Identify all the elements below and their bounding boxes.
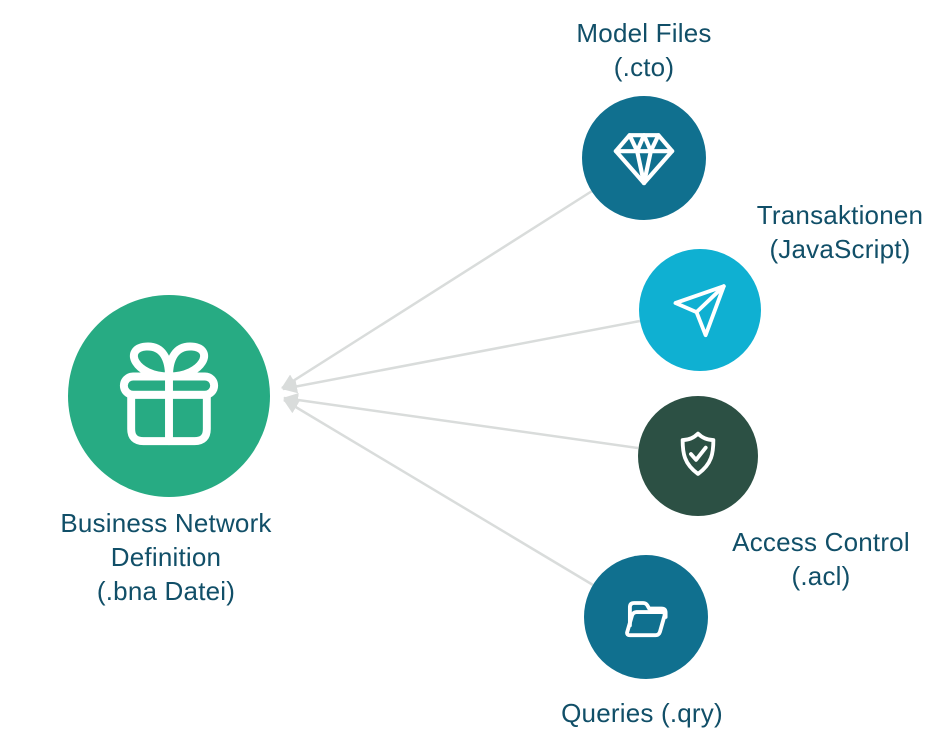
node-business-network-definition [68, 295, 270, 497]
label-line: Definition [110, 542, 222, 572]
node-business-network-definition-label: Business Network Definition (.bna Datei) [6, 506, 326, 608]
connector-model-files [281, 189, 593, 390]
label-line: Model Files [576, 18, 712, 48]
label-line: (.acl) [791, 561, 851, 591]
node-access-control-label: Access Control (.acl) [671, 525, 952, 593]
node-transaktionen [639, 249, 761, 371]
label-line: (JavaScript) [769, 234, 911, 264]
label-line: Queries (.qry) [561, 698, 723, 728]
label-line: Transaktionen [756, 200, 924, 230]
connector-transaktionen [282, 319, 641, 394]
node-model-files-label: Model Files (.cto) [494, 16, 794, 84]
node-model-files [582, 96, 706, 220]
paper-plane-icon [673, 284, 726, 338]
diamond-icon [613, 133, 675, 186]
label-line: (.bna Datei) [96, 576, 236, 606]
node-transaktionen-label: Transaktionen (JavaScript) [690, 198, 952, 266]
folder-icon [625, 601, 668, 638]
label-line: Access Control [732, 527, 910, 557]
connector-access-control [283, 393, 639, 450]
node-queries-label: Queries (.qry) [492, 696, 792, 730]
label-line: Business Network [60, 508, 272, 538]
shield-check-icon [680, 431, 716, 476]
connector-queries [283, 398, 594, 587]
label-line: (.cto) [613, 52, 675, 82]
node-queries [584, 555, 708, 679]
gift-icon [119, 342, 219, 446]
node-access-control [638, 396, 758, 516]
